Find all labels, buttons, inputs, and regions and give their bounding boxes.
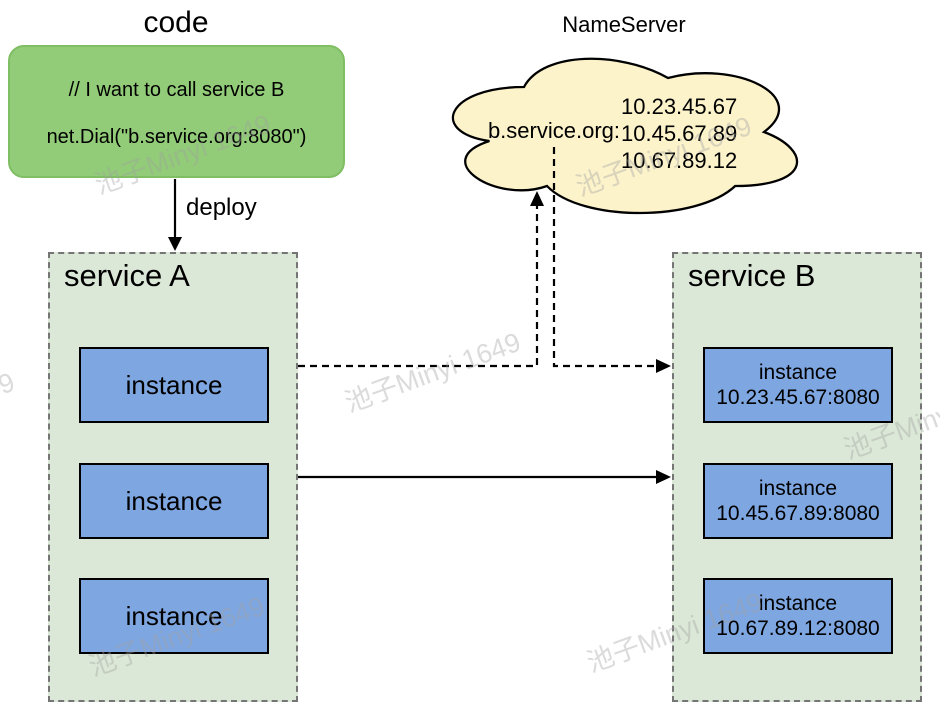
service-b-instance-2: instance 10.45.67.89:8080 (703, 463, 893, 539)
code-dial-line: net.Dial("b.service.org:8080") (46, 126, 307, 148)
instance-label: instance (758, 361, 838, 384)
watermark: 池子Minyi 1649 (340, 326, 525, 419)
service-b-instance-3: instance 10.67.89.12:8080 (703, 578, 893, 654)
nameserver-ip-list: 10.23.45.67 10.45.67.89 10.67.89.12 (621, 93, 737, 174)
code-node-title: code (143, 6, 209, 39)
service-b-instance-1: instance 10.23.45.67:8080 (703, 347, 893, 423)
service-a-container: service A instance instance instance (48, 252, 298, 702)
service-a-instance-3: instance (79, 578, 269, 654)
nameserver-title: NameServer (562, 12, 686, 37)
call-arrow (298, 470, 671, 484)
deploy-arrow-label: deploy (186, 194, 257, 221)
response-arrow (552, 147, 671, 373)
watermark: 池子Minyi 1649 (0, 366, 19, 458)
instance-address: 10.23.45.67:8080 (716, 386, 880, 409)
instance-address: 10.67.89.12:8080 (716, 617, 880, 640)
service-a-instance-2: instance (79, 463, 269, 539)
service-b-title: service B (688, 258, 816, 293)
instance-label: instance (758, 477, 838, 500)
instance-label: instance (758, 592, 838, 615)
instance-label: instance (125, 485, 223, 516)
service-b-container: service B instance 10.23.45.67:8080 inst… (672, 252, 922, 702)
code-comment-line: // I want to call service B (68, 79, 285, 101)
deploy-arrow (168, 179, 182, 251)
instance-label: instance (125, 600, 223, 631)
nameserver-ip: 10.23.45.67 (621, 94, 738, 119)
nameserver-ip: 10.45.67.89 (621, 121, 738, 146)
nameserver-domain-label: b.service.org: (487, 118, 620, 143)
service-a-instance-1: instance (79, 347, 269, 423)
query-arrow (298, 191, 544, 368)
code-node: // I want to call service B net.Dial("b.… (8, 45, 345, 178)
instance-address: 10.45.67.89:8080 (716, 502, 880, 525)
service-a-title: service A (64, 258, 190, 293)
instance-label: instance (125, 369, 223, 400)
nameserver-ip: 10.67.89.12 (621, 148, 738, 173)
